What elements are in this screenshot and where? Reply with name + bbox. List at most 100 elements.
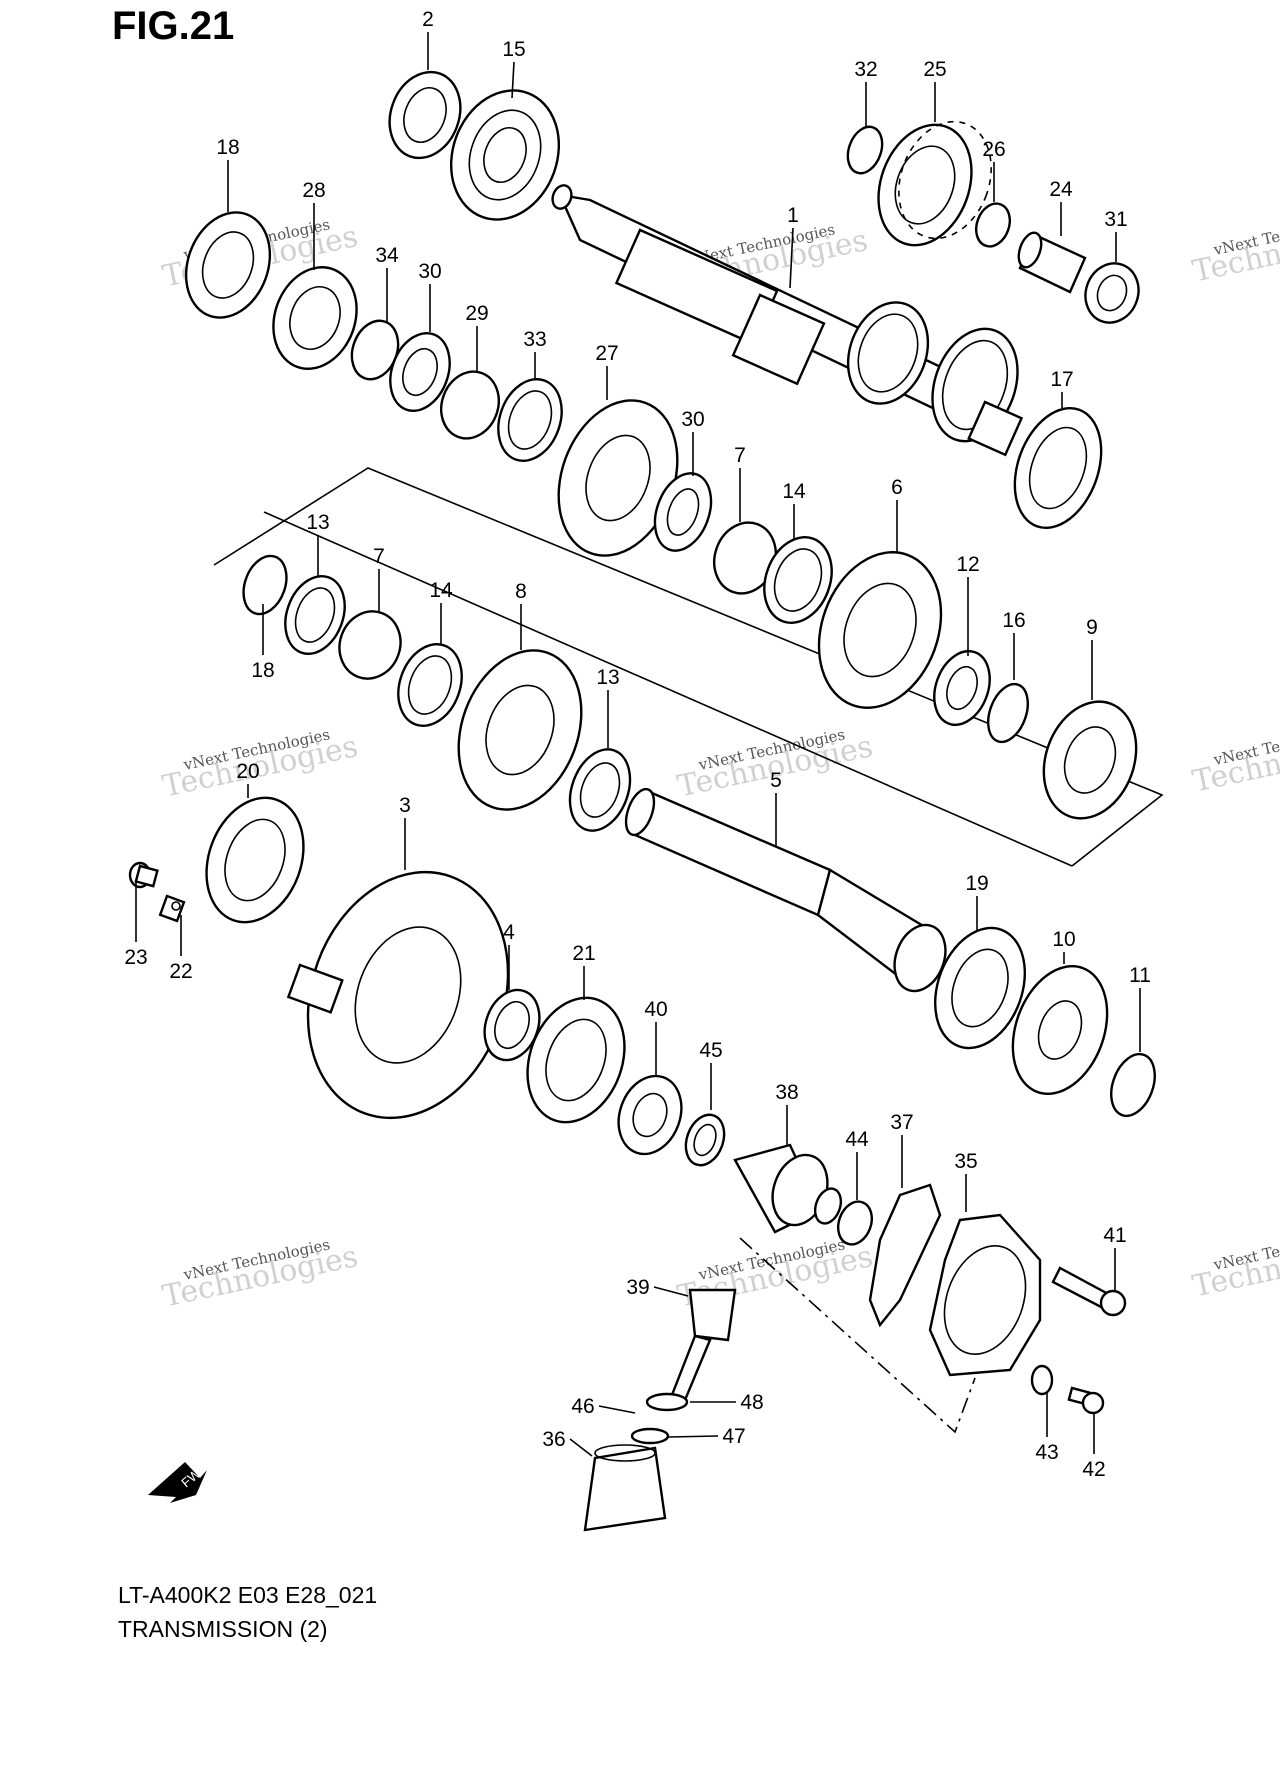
callout-label-4: 4	[503, 921, 515, 944]
watermark: vNext Technologies Technologies	[675, 725, 876, 804]
callout-label-42: 42	[1082, 1458, 1105, 1481]
part-washer-30b	[653, 472, 713, 552]
figure-title: FIG.21	[112, 4, 235, 48]
part-countershaft-5	[624, 787, 947, 993]
watermark: vNext Technologies Technologies	[160, 725, 361, 804]
callout-label-40: 40	[644, 998, 667, 1021]
assembly-bracket-line	[263, 511, 1073, 867]
callout-label-38: 38	[775, 1081, 798, 1104]
callout-label-30: 30	[418, 260, 441, 283]
watermark: vNext Technologies Technologies	[160, 1235, 361, 1314]
part-bushing-7b	[338, 610, 402, 680]
callout-label-22: 22	[169, 960, 192, 983]
part-bearing-20	[205, 796, 305, 924]
part-washer-47	[630, 1427, 670, 1445]
callout-label-21: 21	[572, 942, 595, 965]
callout-label-41: 41	[1103, 1224, 1126, 1247]
figure-footer: LT-A400K2 E03 E28_021 TRANSMISSION (2)	[118, 1578, 377, 1646]
part-bearing-21	[526, 996, 626, 1124]
callout-leader-47	[667, 1435, 719, 1438]
part-washer-22	[158, 894, 186, 923]
callout-label-47: 47	[722, 1425, 745, 1448]
watermark-large: Technologies	[1190, 1229, 1280, 1305]
callout-label-48: 48	[740, 1391, 763, 1414]
part-circlip-11	[1110, 1052, 1156, 1118]
callout-label-10: 10	[1052, 928, 1075, 951]
callout-label-28: 28	[302, 179, 325, 202]
callout-label-36: 36	[542, 1428, 565, 1451]
part-driven-gear-39	[670, 1288, 737, 1402]
callout-label-13: 13	[596, 666, 619, 689]
part-sensor-housing-35	[928, 1213, 1042, 1377]
callout-label-18: 18	[251, 659, 274, 682]
part-gasket-37	[868, 1183, 942, 1328]
callout-label-17: 17	[1050, 368, 1073, 391]
callout-label-20: 20	[236, 760, 259, 783]
part-circlip-16	[987, 682, 1029, 744]
callout-label-45: 45	[699, 1039, 722, 1062]
callout-label-27: 27	[595, 342, 618, 365]
part-bolt-41	[1051, 1266, 1127, 1317]
callout-label-8: 8	[515, 580, 527, 603]
callout-label-35: 35	[954, 1150, 977, 1173]
watermark-large: Technologies	[1190, 724, 1280, 800]
part-washer-45	[684, 1113, 726, 1167]
callout-label-18: 18	[216, 136, 239, 159]
callout-leader-46	[598, 1405, 636, 1414]
part-washer-13	[284, 575, 346, 655]
callout-label-34: 34	[375, 244, 399, 267]
part-oring-44	[836, 1200, 874, 1246]
callout-label-30: 30	[681, 408, 704, 431]
callout-label-43: 43	[1035, 1441, 1058, 1464]
part-bushing-31	[1084, 262, 1140, 324]
callout-label-39: 39	[626, 1276, 649, 1299]
fwd-arrow-icon: FWD	[148, 1460, 211, 1503]
callout-label-14: 14	[782, 480, 806, 503]
part-bearing-14	[763, 536, 833, 624]
watermark: vNext Technologies Technologies	[1190, 210, 1280, 289]
part-dog-28	[272, 266, 358, 370]
part-pin-24	[1017, 231, 1087, 294]
callout-label-29: 29	[465, 302, 488, 325]
callout-label-7: 7	[373, 545, 385, 568]
watermark-large: Technologies	[1190, 214, 1280, 290]
part-dog-9	[1042, 700, 1138, 820]
sensor-bracket-line	[739, 1237, 976, 1434]
callout-label-26: 26	[982, 138, 1005, 161]
callout-label-6: 6	[891, 476, 903, 499]
part-washer-12	[933, 650, 991, 726]
part-bushing-29	[440, 370, 500, 440]
callout-label-9: 9	[1086, 616, 1098, 639]
callout-label-3: 3	[399, 794, 411, 817]
callout-label-37: 37	[890, 1111, 913, 1134]
callout-label-19: 19	[965, 872, 988, 895]
part-washer-13b	[568, 748, 632, 832]
callout-label-25: 25	[923, 58, 946, 81]
part-bearing-19	[933, 926, 1027, 1050]
part-bushing-36	[583, 1444, 667, 1532]
part-screw-42	[1067, 1386, 1105, 1415]
callout-leader-1	[789, 227, 794, 289]
assembly-bracket-line	[213, 467, 1164, 867]
callout-label-23: 23	[124, 946, 147, 969]
part-circlip-18	[242, 554, 288, 616]
part-circlip-32	[846, 125, 884, 175]
part-gear-6	[817, 551, 943, 709]
callout-label-46: 46	[571, 1395, 594, 1418]
part-bushing-26	[974, 202, 1012, 248]
callout-label-14: 14	[429, 579, 453, 602]
part-washer-48	[645, 1392, 689, 1412]
callout-label-33: 33	[523, 328, 546, 351]
watermark: vNext Technologies Technologies	[1190, 720, 1280, 799]
part-gear-3	[286, 870, 510, 1120]
part-bearing-14b	[397, 643, 463, 727]
callout-label-24: 24	[1049, 178, 1073, 201]
callout-leader-36	[569, 1438, 593, 1457]
part-gear-8	[457, 649, 583, 811]
part-bearing-17	[1013, 406, 1103, 530]
watermark: vNext Technologies Technologies	[1190, 1225, 1280, 1304]
part-gear-10	[1011, 964, 1109, 1096]
part-bearing-18	[184, 211, 272, 319]
